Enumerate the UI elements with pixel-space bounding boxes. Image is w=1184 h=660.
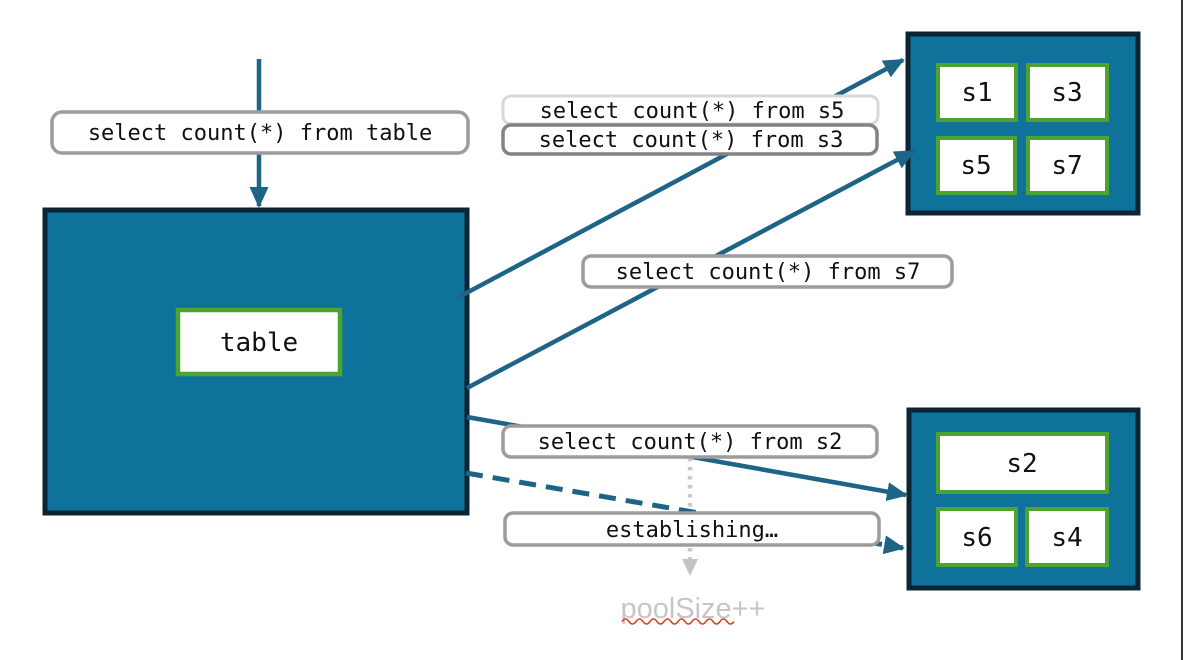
query-label-s3[interactable]: select count(*) from s3 (501, 123, 879, 156)
shard-box-s3[interactable]: s3 (1026, 63, 1109, 122)
establishing-label[interactable]: establishing… (503, 511, 881, 547)
shard-box-s7-rect (1026, 136, 1109, 195)
query-label-s7-box (581, 254, 954, 289)
table-node-label-box (175, 307, 343, 377)
query-label-s7[interactable]: select count(*) from s7 (581, 254, 954, 289)
query-label-s2-box (501, 424, 879, 459)
shard-box-s6[interactable]: s6 (936, 507, 1018, 567)
shard-box-s1-rect (936, 63, 1018, 122)
poolsize-annotation[interactable]: poolSize++ (620, 593, 765, 625)
shard-box-s2[interactable]: s2 (936, 432, 1109, 494)
query-label-s5[interactable]: select count(*) from s5 (501, 94, 880, 126)
establishing-label-text: establishing… (606, 518, 778, 543)
shard-label-s1: s1 (961, 78, 992, 108)
table-node-label[interactable]: table (175, 307, 343, 377)
query-label-table-text: select count(*) from table (88, 121, 432, 146)
table-node-label-text: table (220, 328, 298, 358)
query-label-s3-text: select count(*) from s3 (539, 128, 844, 153)
establishing-label-box (503, 511, 881, 547)
shard-label-s3: s3 (1051, 78, 1082, 108)
shard-label-s2: s2 (1006, 449, 1037, 479)
shard-box-s4-rect (1025, 507, 1109, 567)
query-label-s5-text: select count(*) from s5 (540, 99, 845, 124)
query-label-s7-text: select count(*) from s7 (616, 260, 921, 285)
shard-box-s1[interactable]: s1 (936, 63, 1018, 122)
shard-label-s5: s5 (960, 151, 991, 181)
shard-group-bottom[interactable]: s2 s6 s4 (906, 407, 1141, 591)
shard-box-s5-rect (936, 136, 1017, 195)
shard-box-s3-rect (1026, 63, 1109, 122)
shard-label-s4: s4 (1051, 523, 1082, 553)
query-label-s3-box (501, 123, 879, 156)
spellcheck-squiggle (621, 618, 735, 625)
shard-label-s7: s7 (1051, 151, 1082, 181)
shard-box-s2-rect (936, 432, 1109, 494)
query-label-table-box (50, 110, 470, 155)
query-label-s2-text: select count(*) from s2 (538, 430, 843, 455)
shard-box-s4[interactable]: s4 (1025, 507, 1109, 567)
shard-label-s6: s6 (961, 523, 992, 553)
shard-box-s5[interactable]: s5 (936, 136, 1017, 195)
shard-box-s6-rect (936, 507, 1018, 567)
shard-box-s7[interactable]: s7 (1026, 136, 1109, 195)
query-label-s2[interactable]: select count(*) from s2 (501, 424, 879, 459)
query-label-table[interactable]: select count(*) from table (50, 110, 470, 155)
shard-group-top[interactable]: s1 s3 s5 s7 (905, 31, 1141, 216)
arrow-establishing-dashed[interactable] (465, 470, 905, 555)
